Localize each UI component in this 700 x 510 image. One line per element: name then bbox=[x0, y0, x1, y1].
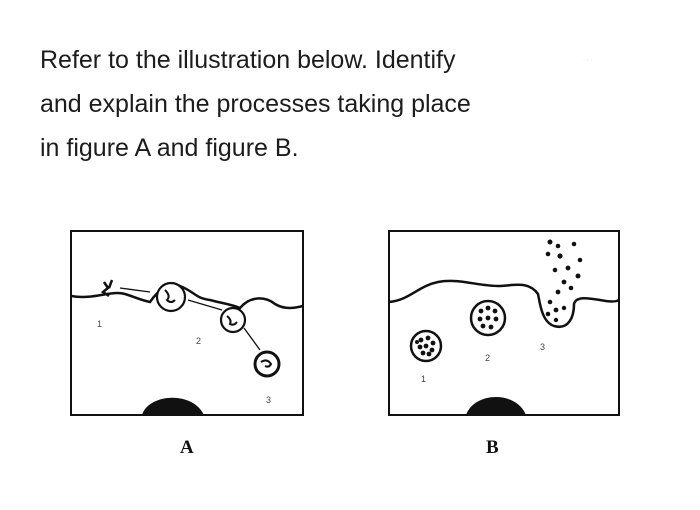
figure-a-arrow-2 bbox=[187, 299, 223, 311]
figure-b-membrane bbox=[388, 279, 620, 329]
figure-b-diagram: 1 2 3 bbox=[388, 230, 620, 416]
figure-a-frame bbox=[70, 230, 304, 416]
figure-a-nucleus bbox=[142, 397, 204, 415]
figure-a-vesicle-free bbox=[253, 350, 281, 378]
question-text: Refer to the illustration below. Identif… bbox=[40, 38, 600, 170]
figure-a-vesicle-forming bbox=[155, 281, 187, 313]
figure-b: 1 2 3 bbox=[388, 230, 620, 416]
figure-a-label-3: 3 bbox=[266, 395, 271, 405]
question-line-2: and explain the processes taking place bbox=[40, 90, 471, 118]
figure-a-membrane bbox=[70, 283, 304, 310]
figure-a-label-2: 2 bbox=[196, 336, 201, 346]
figure-a-molecule bbox=[100, 279, 114, 298]
figure-b-label-1: 1 bbox=[421, 374, 426, 384]
figure-a-caption: A bbox=[180, 437, 194, 458]
question-line-3: in figure A and figure B. bbox=[40, 134, 299, 162]
figure-b-released-particles bbox=[545, 239, 583, 323]
figure-a: 1 2 3 bbox=[70, 230, 304, 416]
faint-artifact: · · · bbox=[583, 58, 593, 64]
figure-b-nucleus bbox=[466, 396, 526, 415]
figure-b-label-2: 2 bbox=[485, 353, 490, 363]
figure-b-label-3: 3 bbox=[540, 342, 545, 352]
figure-a-arrow-1 bbox=[119, 287, 151, 293]
question-line-1: Refer to the illustration below. Identif… bbox=[40, 46, 456, 74]
figure-a-arrow-3 bbox=[243, 327, 261, 351]
figure-a-label-1: 1 bbox=[97, 319, 102, 329]
figure-a-vesicle-pinching bbox=[219, 306, 247, 334]
figure-b-caption: B bbox=[486, 437, 499, 458]
figure-a-diagram: 1 2 3 bbox=[70, 230, 304, 416]
